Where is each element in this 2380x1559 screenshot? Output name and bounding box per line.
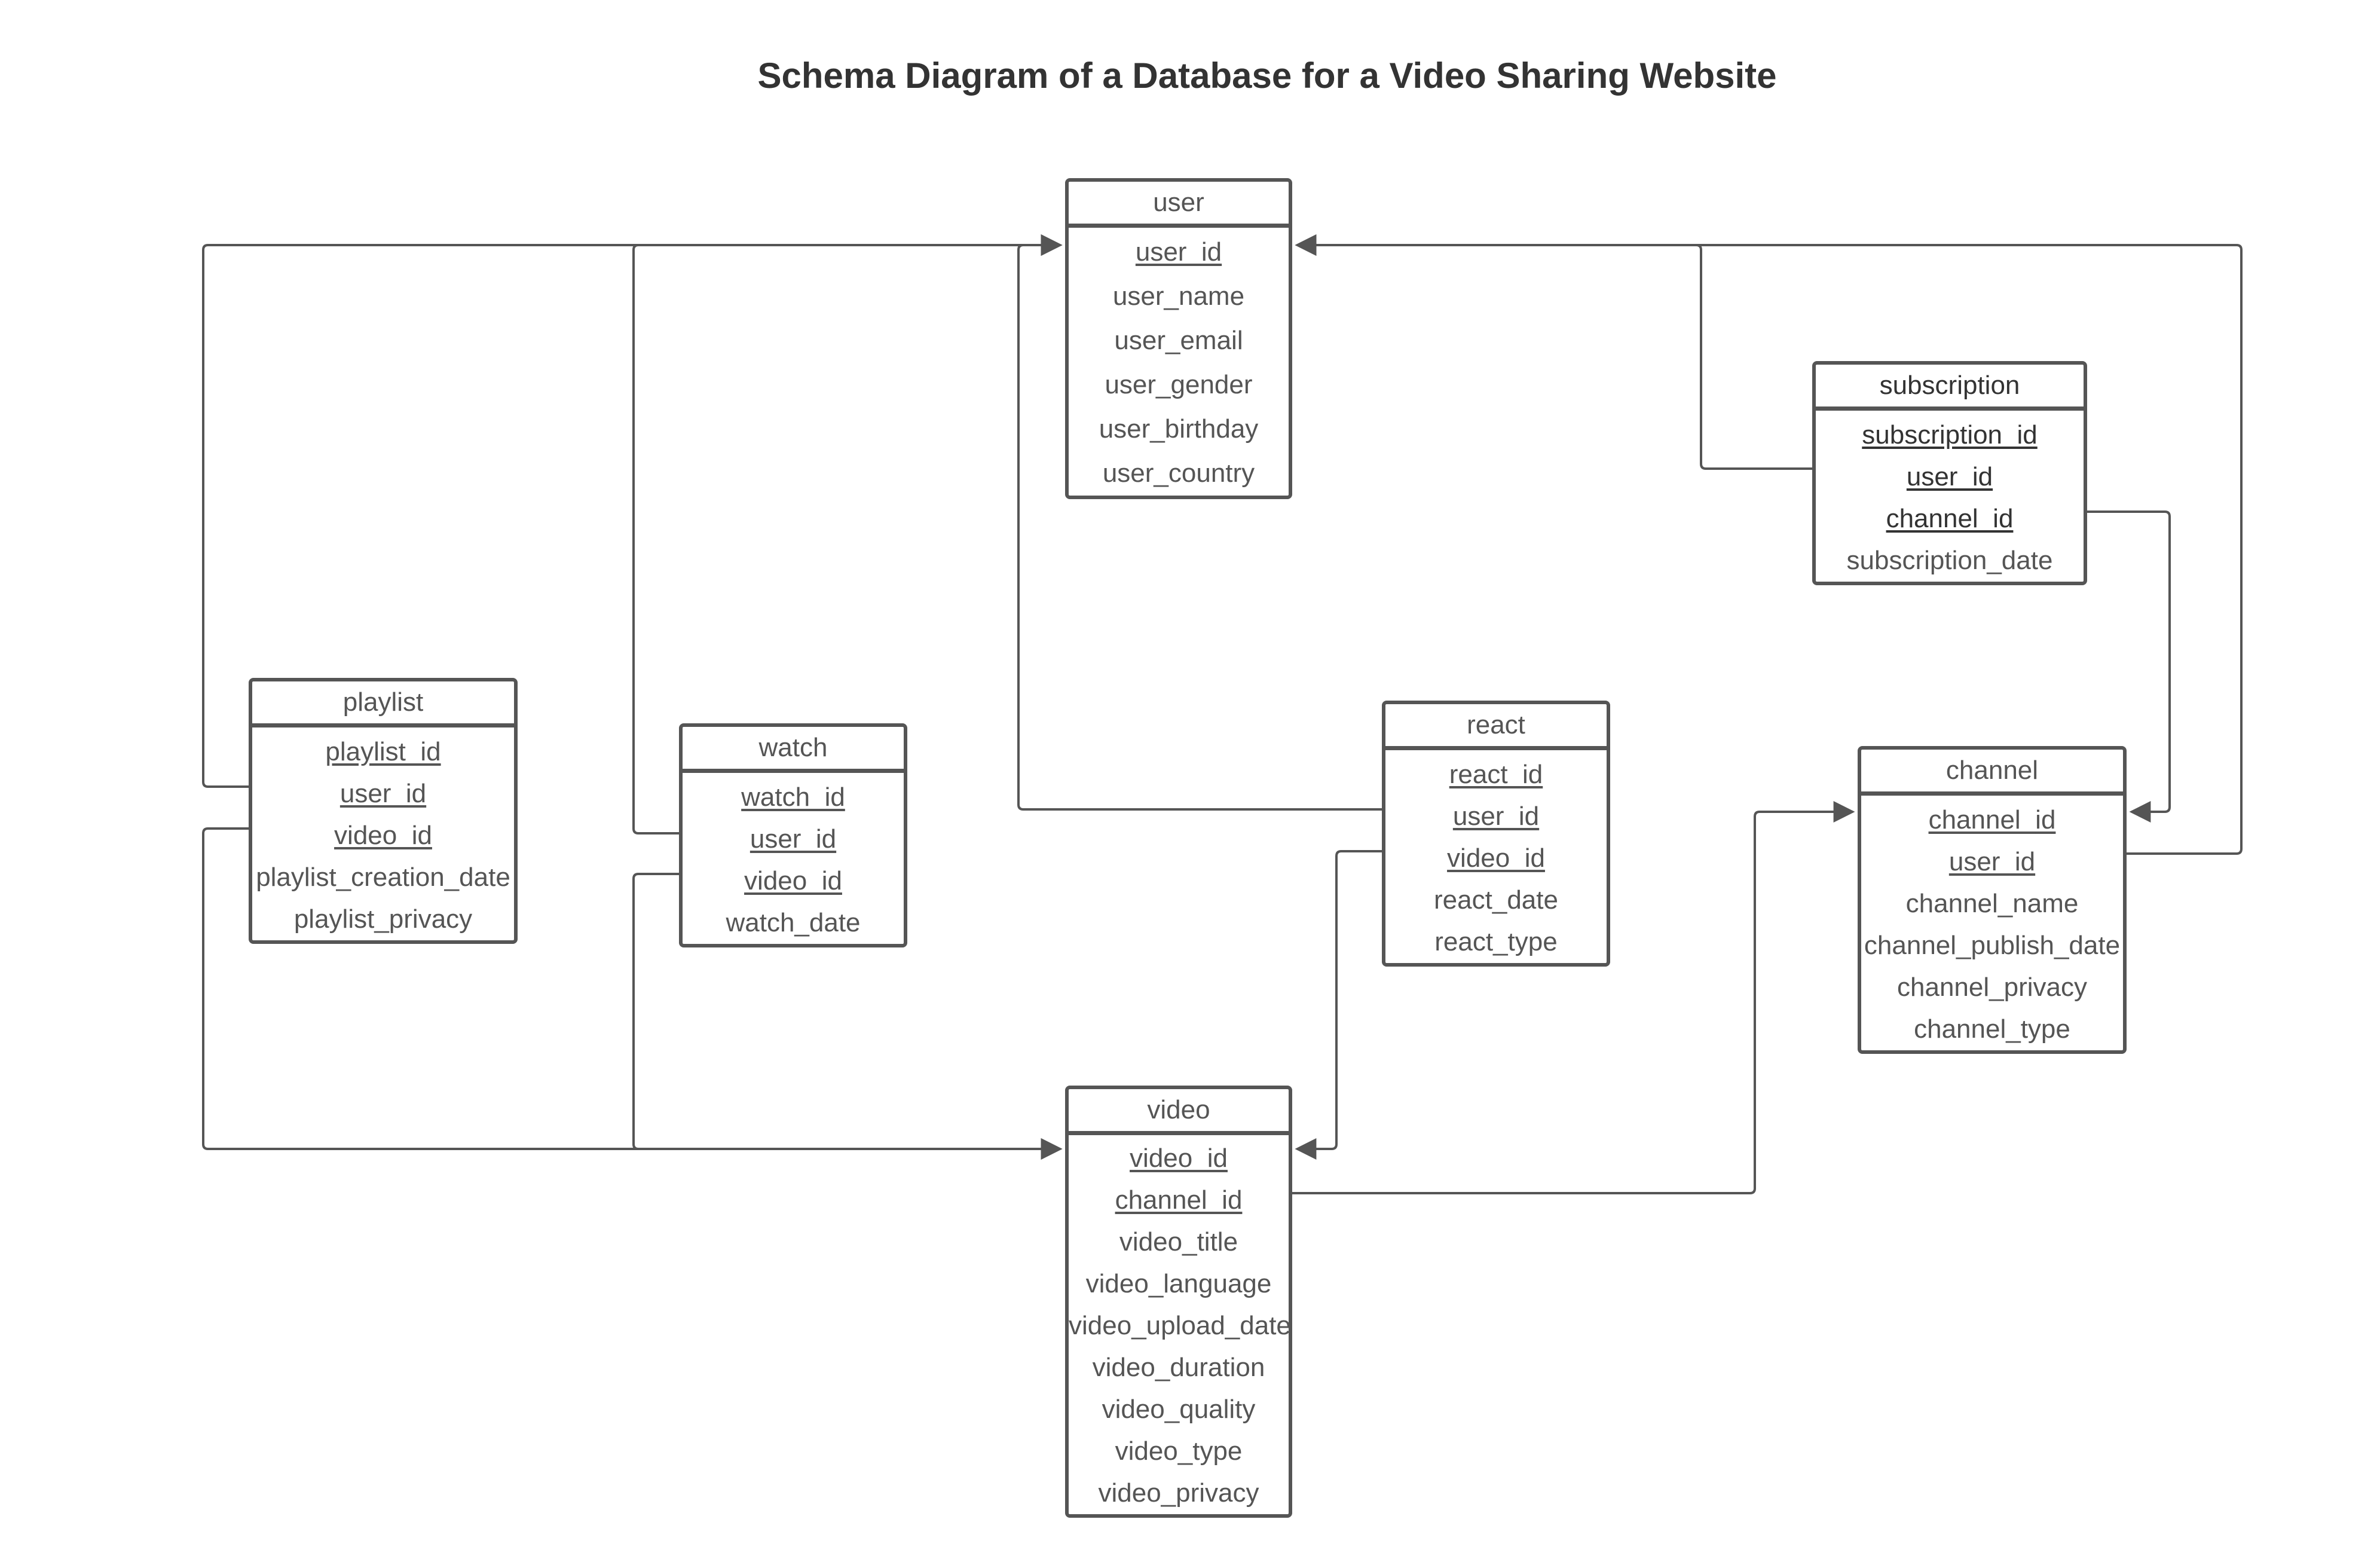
field-video-type: video_type	[1115, 1436, 1243, 1466]
field-list: video_id channel_id video_title video_langu…	[1069, 1135, 1291, 1514]
field-playlist-id: playlist_id	[325, 737, 441, 766]
field-list: subscription_id user_id channel_id subscrip…	[1816, 411, 2084, 582]
connector-watch-user-id-to-user-user-id	[632, 234, 1063, 834]
connector-channel-user-id-to-user-user-id	[1295, 234, 2243, 855]
field-channel-id: channel_id	[1928, 805, 2056, 834]
table-header: react	[1385, 704, 1607, 750]
field-user-id: user_id	[1948, 847, 2036, 876]
field-video-privacy: video_privacy	[1098, 1478, 1259, 1508]
field-user-id: user_id	[1452, 802, 1540, 831]
field-video-upload-date: video_upload_date	[1069, 1311, 1291, 1340]
table-header: subscription	[1816, 365, 2084, 411]
connector-playlist-video-id-to-video-video-id	[202, 827, 1063, 1160]
field-user-gender: user_gender	[1105, 370, 1253, 399]
field-channel-publish-date: channel_publish_date	[1864, 931, 2121, 960]
field-list: react_id user_id video_id react_date react_t…	[1385, 750, 1607, 963]
field-watch-id: watch_id	[741, 782, 845, 812]
connector-subscription-user-id-to-user-user-id	[1295, 234, 1812, 470]
field-playlist-creation-date: playlist_creation_date	[256, 863, 510, 892]
connector-react-video-id-to-video-video-id	[1295, 850, 1382, 1160]
table-header: channel	[1861, 750, 2123, 796]
field-subscription-date: subscription_date	[1846, 546, 2053, 575]
table-watch[interactable]: watch watch_id user_id video_id watch_date	[679, 723, 907, 947]
field-video-id: video_id	[1130, 1144, 1228, 1173]
field-user-id: user_id	[339, 779, 427, 808]
field-react-id: react_id	[1449, 760, 1543, 789]
field-channel-id: channel_id	[1115, 1185, 1243, 1215]
field-list: playlist_id user_id video_id playlist_creat…	[252, 727, 514, 940]
field-channel-privacy: channel_privacy	[1897, 973, 2087, 1002]
table-header: watch	[683, 727, 904, 773]
field-channel-type: channel_type	[1914, 1014, 2070, 1044]
field-react-date: react_date	[1434, 885, 1558, 915]
field-watch-date: watch_date	[726, 908, 861, 937]
connector-subscription-channel-id-to-channel-channel-id	[2087, 511, 2171, 823]
field-user-id: user_id	[1906, 462, 1993, 491]
field-channel-name: channel_name	[1905, 889, 2079, 918]
field-video-duration: video_duration	[1092, 1353, 1265, 1382]
field-channel-id: channel_id	[1886, 504, 2014, 533]
table-user[interactable]: user user_id user_name user_email user_gend…	[1065, 178, 1292, 499]
field-video-id: video_id	[1447, 843, 1545, 873]
field-video-quality: video_quality	[1102, 1395, 1256, 1424]
field-video-title: video_title	[1119, 1227, 1238, 1257]
field-user-name: user_name	[1112, 282, 1245, 311]
field-list: watch_id user_id video_id watch_date	[683, 773, 904, 944]
field-video-language: video_language	[1085, 1269, 1272, 1298]
field-video-id: video_id	[744, 866, 842, 895]
connector-watch-video-id-to-video-video-id	[632, 873, 1063, 1160]
table-header: video	[1069, 1089, 1289, 1135]
field-subscription-id: subscription_id	[1862, 420, 2038, 450]
table-header: user	[1069, 182, 1289, 228]
connector-react-user-id-to-user-user-id	[1017, 234, 1382, 811]
field-react-type: react_type	[1434, 927, 1558, 956]
field-playlist-privacy: playlist_privacy	[293, 904, 473, 934]
field-user-email: user_email	[1114, 326, 1243, 355]
field-user-id: user_id	[1135, 237, 1222, 267]
field-video-id: video_id	[334, 821, 432, 850]
connector-playlist-user-id-to-user-user-id	[202, 234, 1063, 788]
table-header: playlist	[252, 681, 514, 727]
connector-video-channel-id-to-channel-channel-id	[1292, 801, 1855, 1194]
field-user-country: user_country	[1102, 458, 1255, 488]
diagram-title: Schema Diagram of a Database for a Video…	[757, 56, 1777, 96]
field-user-id: user_id	[750, 824, 837, 854]
field-user-birthday: user_birthday	[1099, 414, 1259, 444]
field-list: channel_id user_id channel_name channel_pub…	[1861, 796, 2123, 1050]
